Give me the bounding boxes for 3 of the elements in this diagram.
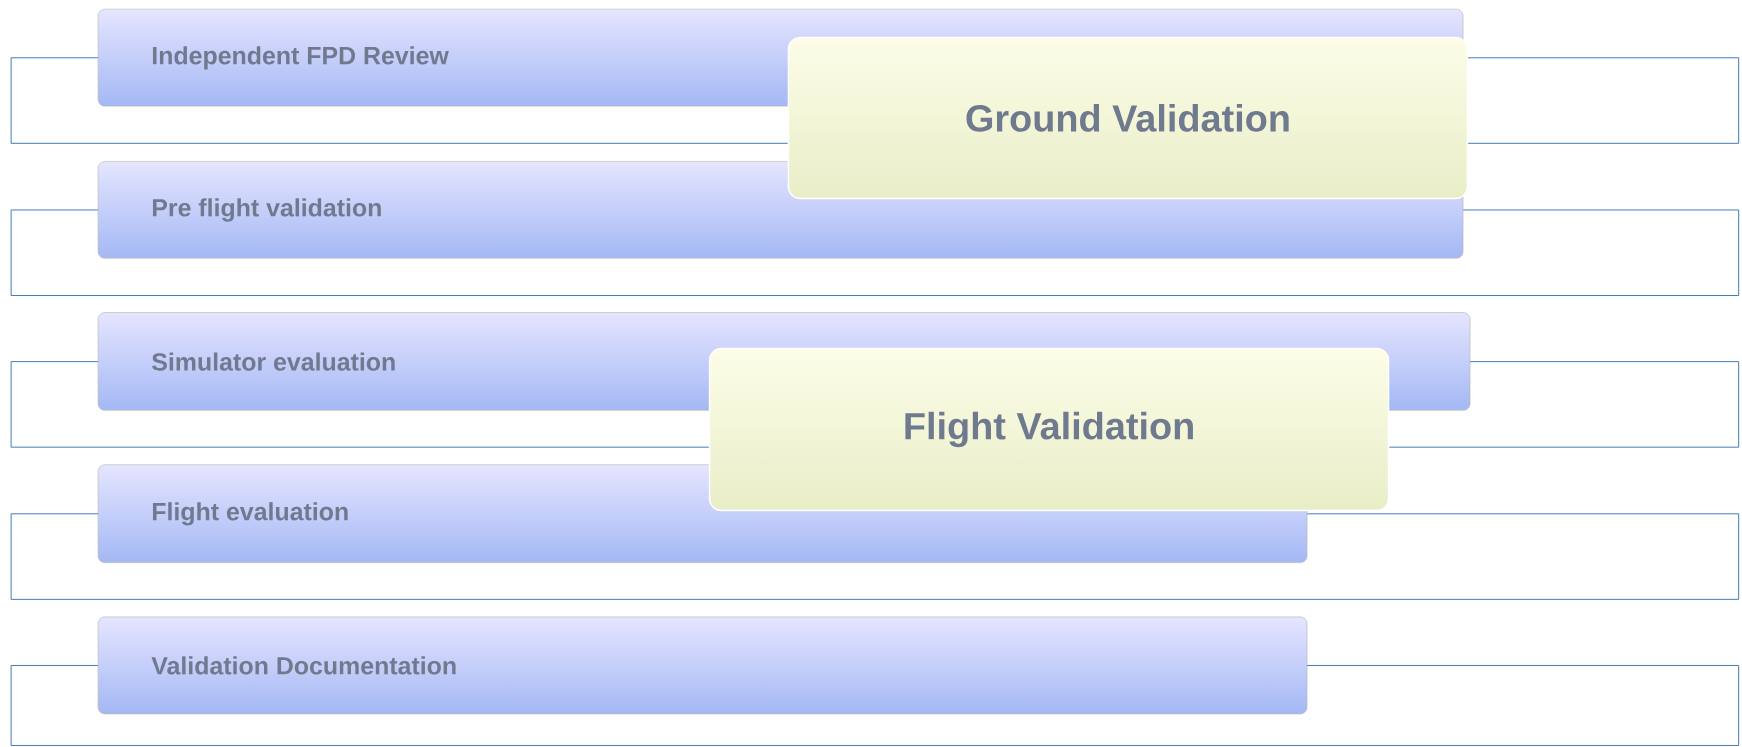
phase-box: Flight Validation <box>708 347 1390 512</box>
process-bar: Validation Documentation <box>97 616 1308 715</box>
phase-box: Ground Validation <box>787 36 1469 200</box>
